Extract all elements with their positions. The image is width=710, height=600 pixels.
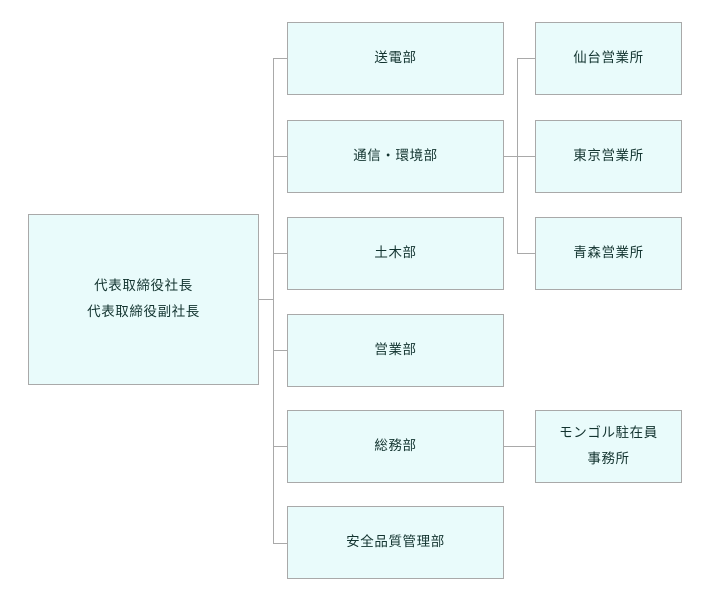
node-label: 通信・環境部 bbox=[353, 147, 438, 164]
connector-root-to-dept3 bbox=[273, 253, 288, 254]
node-department-civil-engineering[interactable]: 土木部 bbox=[287, 217, 504, 290]
node-office-mongolia[interactable]: モンゴル駐在員 事務所 bbox=[535, 410, 682, 483]
node-office-sendai[interactable]: 仙台営業所 bbox=[535, 22, 682, 95]
node-label: 東京営業所 bbox=[573, 147, 644, 164]
node-department-safety-quality[interactable]: 安全品質管理部 bbox=[287, 506, 504, 579]
connector-dept5-to-office4 bbox=[504, 446, 535, 447]
node-department-general-affairs[interactable]: 総務部 bbox=[287, 410, 504, 483]
node-label: 仙台営業所 bbox=[573, 49, 644, 66]
node-label: 送電部 bbox=[374, 49, 417, 66]
connector-dept2-to-office2 bbox=[517, 156, 535, 157]
connector-dept2-stem bbox=[504, 156, 518, 157]
node-department-transmission[interactable]: 送電部 bbox=[287, 22, 504, 95]
connector-root-to-dept6 bbox=[273, 543, 288, 544]
node-label: 総務部 bbox=[374, 437, 417, 454]
connector-root-to-dept5 bbox=[273, 446, 288, 447]
connector-root-stem bbox=[259, 299, 274, 300]
node-label: 土木部 bbox=[374, 244, 417, 261]
connector-root-to-dept1 bbox=[273, 58, 288, 59]
node-root-line1: 代表取締役社長 bbox=[94, 277, 193, 294]
connector-root-trunk bbox=[273, 58, 274, 543]
node-label-line2: 事務所 bbox=[587, 450, 630, 467]
node-department-sales[interactable]: 営業部 bbox=[287, 314, 504, 387]
node-label-line1: モンゴル駐在員 bbox=[559, 424, 658, 441]
node-label: 営業部 bbox=[374, 341, 417, 358]
connector-root-to-dept4 bbox=[273, 350, 288, 351]
node-office-aomori[interactable]: 青森営業所 bbox=[535, 217, 682, 290]
connector-root-to-dept2 bbox=[273, 156, 288, 157]
node-root-line2: 代表取締役副社長 bbox=[87, 303, 200, 320]
node-department-communications-environment[interactable]: 通信・環境部 bbox=[287, 120, 504, 193]
node-label: 青森営業所 bbox=[573, 244, 644, 261]
node-root-executive[interactable]: 代表取締役社長 代表取締役副社長 bbox=[28, 214, 259, 385]
connector-dept2-to-office1 bbox=[517, 58, 535, 59]
node-office-tokyo[interactable]: 東京営業所 bbox=[535, 120, 682, 193]
node-label: 安全品質管理部 bbox=[346, 533, 445, 550]
connector-dept2-to-office3 bbox=[517, 253, 535, 254]
